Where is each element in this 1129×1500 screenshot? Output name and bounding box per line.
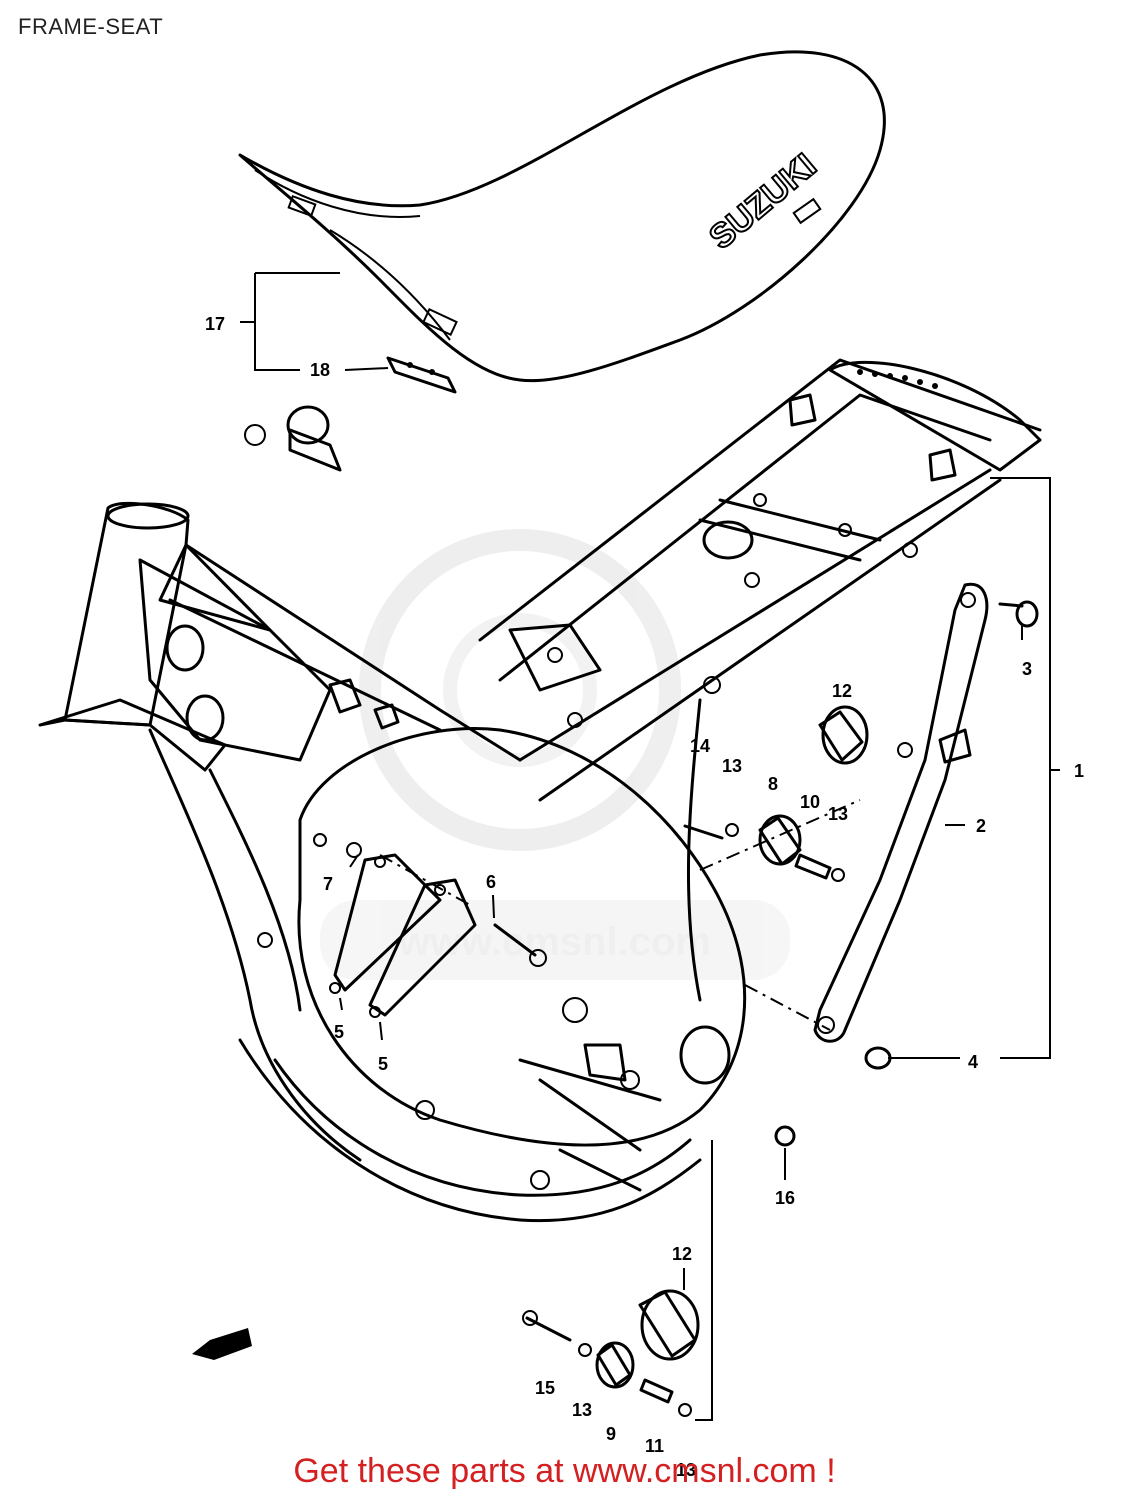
seat-hook-part-18 <box>386 356 457 394</box>
callout-15: 15 <box>535 1378 555 1398</box>
callout-7: 7 <box>323 874 333 894</box>
callout-11: 11 <box>645 1436 664 1456</box>
callout-9: 9 <box>606 1424 616 1444</box>
watermark: www.cmsnl.com <box>320 529 790 980</box>
upper-mount-parts <box>683 705 869 882</box>
callout-8: 8 <box>768 774 778 794</box>
callout-13b: 13 <box>828 804 848 824</box>
callout-1: 1 <box>1074 761 1084 781</box>
callout-4: 4 <box>968 1052 978 1072</box>
callout-3: 3 <box>1022 659 1032 679</box>
callout-13a: 13 <box>722 756 742 776</box>
seat: SUZUKI <box>238 50 886 383</box>
callout-6: 6 <box>486 872 496 892</box>
callout-10: 10 <box>800 792 820 812</box>
callout-12a: 12 <box>832 681 852 701</box>
callout-14: 14 <box>690 736 710 756</box>
leader-lines <box>240 272 1060 1421</box>
callout-18: 18 <box>310 360 330 380</box>
nut-part-16 <box>774 1125 796 1147</box>
callout-2: 2 <box>976 816 986 836</box>
rail-holes <box>857 369 938 389</box>
callout-5b: 5 <box>378 1054 388 1074</box>
callout-labels: 1 2 3 4 5 5 6 7 8 9 10 11 12 12 13 13 13… <box>205 314 1084 1480</box>
callout-13c: 13 <box>572 1400 592 1420</box>
front-direction-arrow-icon <box>192 1328 252 1360</box>
page-title: FRAME-SEAT <box>18 14 164 39</box>
lower-mount-parts <box>522 1289 700 1417</box>
callout-16: 16 <box>775 1188 795 1208</box>
callout-5a: 5 <box>334 1022 344 1042</box>
sub-frame-part-2 <box>813 582 989 1043</box>
callout-12b: 12 <box>672 1244 692 1264</box>
callout-17: 17 <box>205 314 225 334</box>
callout-13d: 13 <box>676 1460 696 1480</box>
bolt-part-4 <box>864 1046 892 1070</box>
seat-brand-logo: SUZUKI <box>702 146 823 256</box>
frame <box>38 358 1042 1223</box>
footer-parts-link[interactable]: Get these parts at www.cmsnl.com ! <box>293 1452 836 1490</box>
watermark-text: www.cmsnl.com <box>398 920 711 964</box>
bolt-part-3 <box>998 600 1039 628</box>
